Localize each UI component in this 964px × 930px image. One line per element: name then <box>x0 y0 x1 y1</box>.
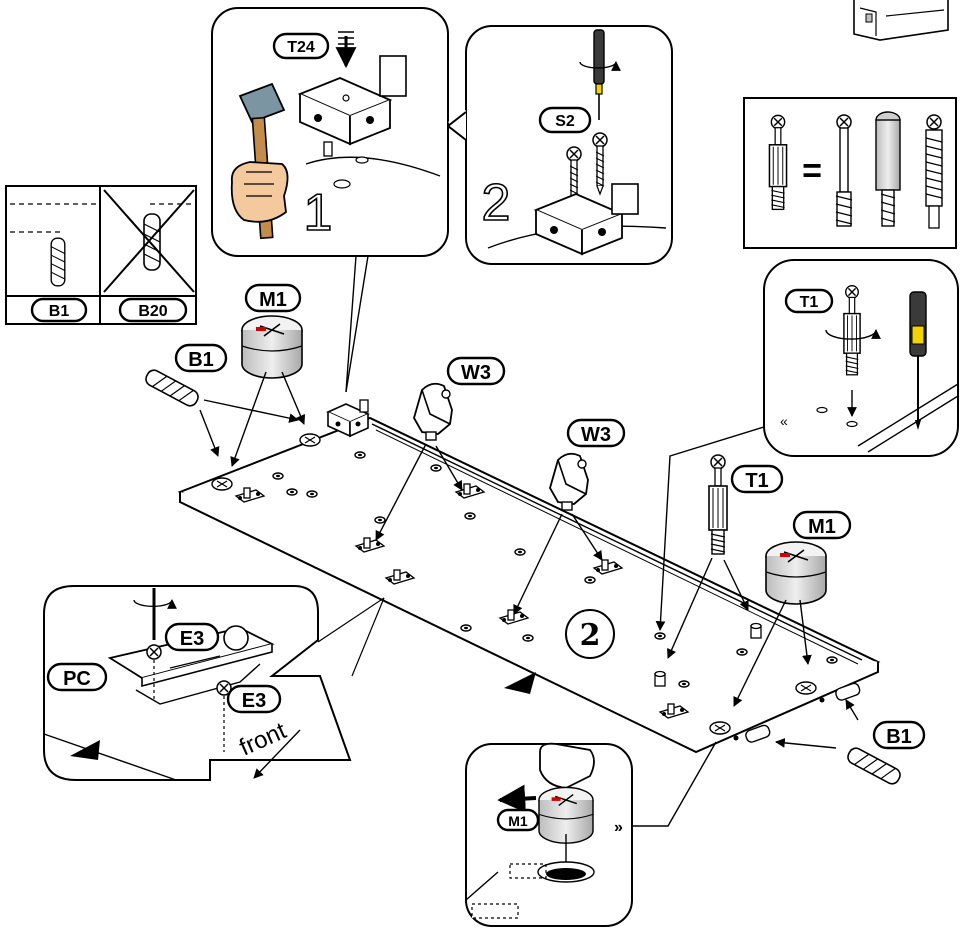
cabinet-thumbnail <box>853 0 949 41</box>
label-t1-main: T1 <box>730 464 784 494</box>
detail-t1-panel: « <box>763 259 959 457</box>
svg-text:»: » <box>614 819 623 836</box>
camlock-m1-right <box>765 541 827 605</box>
finger-icon <box>539 742 595 789</box>
shelf-panel <box>177 399 881 754</box>
label-pc: PC <box>46 662 108 692</box>
label-w3-right: W3 <box>566 418 626 448</box>
svg-text:2: 2 <box>482 174 511 232</box>
svg-text:T1: T1 <box>745 470 768 492</box>
label-m1-right: M1 <box>792 510 852 540</box>
label-w3-left: W3 <box>446 356 506 386</box>
svg-text:1: 1 <box>304 184 333 242</box>
bracket-w3-left <box>413 382 453 441</box>
dowel-b1-right <box>844 744 904 788</box>
svg-text:E3: E3 <box>180 628 204 650</box>
screwdriver-icon <box>579 29 621 120</box>
label-e3-bottom: E3 <box>226 684 282 714</box>
hammer-icon <box>230 82 289 240</box>
cam-bolt-equivalence-box: = <box>743 97 957 249</box>
svg-text:M1: M1 <box>808 516 836 538</box>
step-number-badge: 2 <box>565 609 615 659</box>
dowel-b1-left <box>142 366 202 410</box>
svg-text:M1: M1 <box>508 813 528 829</box>
svg-text:T1: T1 <box>800 294 819 311</box>
label-e3-top: E3 <box>164 622 220 652</box>
dowel-check-box: B1 B20 <box>5 185 197 325</box>
svg-text:S2: S2 <box>555 113 575 130</box>
camlock-m1-left <box>241 315 303 379</box>
svg-text:M1: M1 <box>259 289 287 311</box>
svg-text:2: 2 <box>580 618 601 653</box>
svg-text:W3: W3 <box>461 362 491 384</box>
label-m1-detail: M1 <box>496 808 540 832</box>
svg-text:B1: B1 <box>49 303 70 320</box>
screwdriver-icon <box>909 291 927 430</box>
svg-text:«: « <box>780 413 788 429</box>
cam-bolt-t1 <box>709 455 727 554</box>
label-s2: S2 <box>538 106 592 134</box>
svg-text:B1: B1 <box>188 349 214 371</box>
detail-m1-panel: » <box>465 742 633 927</box>
svg-text:PC: PC <box>63 668 91 690</box>
svg-text:B1: B1 <box>886 726 912 748</box>
label-t24: T24 <box>272 32 330 60</box>
label-t1-detail: T1 <box>784 288 834 314</box>
label-b1-right: B1 <box>872 720 926 750</box>
svg-text:B20: B20 <box>138 303 167 320</box>
front-direction-arrow <box>504 672 536 694</box>
svg-text:T24: T24 <box>287 39 315 56</box>
label-m1-left: M1 <box>244 283 302 313</box>
svg-text:W3: W3 <box>581 424 611 446</box>
svg-text:E3: E3 <box>242 690 266 712</box>
label-b1-left: B1 <box>174 343 228 373</box>
detail-pc-panel: front <box>43 585 352 781</box>
detail-1-panel: 1 <box>211 7 449 257</box>
bracket-w3-right <box>549 452 589 511</box>
svg-text:=: = <box>802 152 822 190</box>
detail-2-panel: 2 <box>447 25 673 265</box>
